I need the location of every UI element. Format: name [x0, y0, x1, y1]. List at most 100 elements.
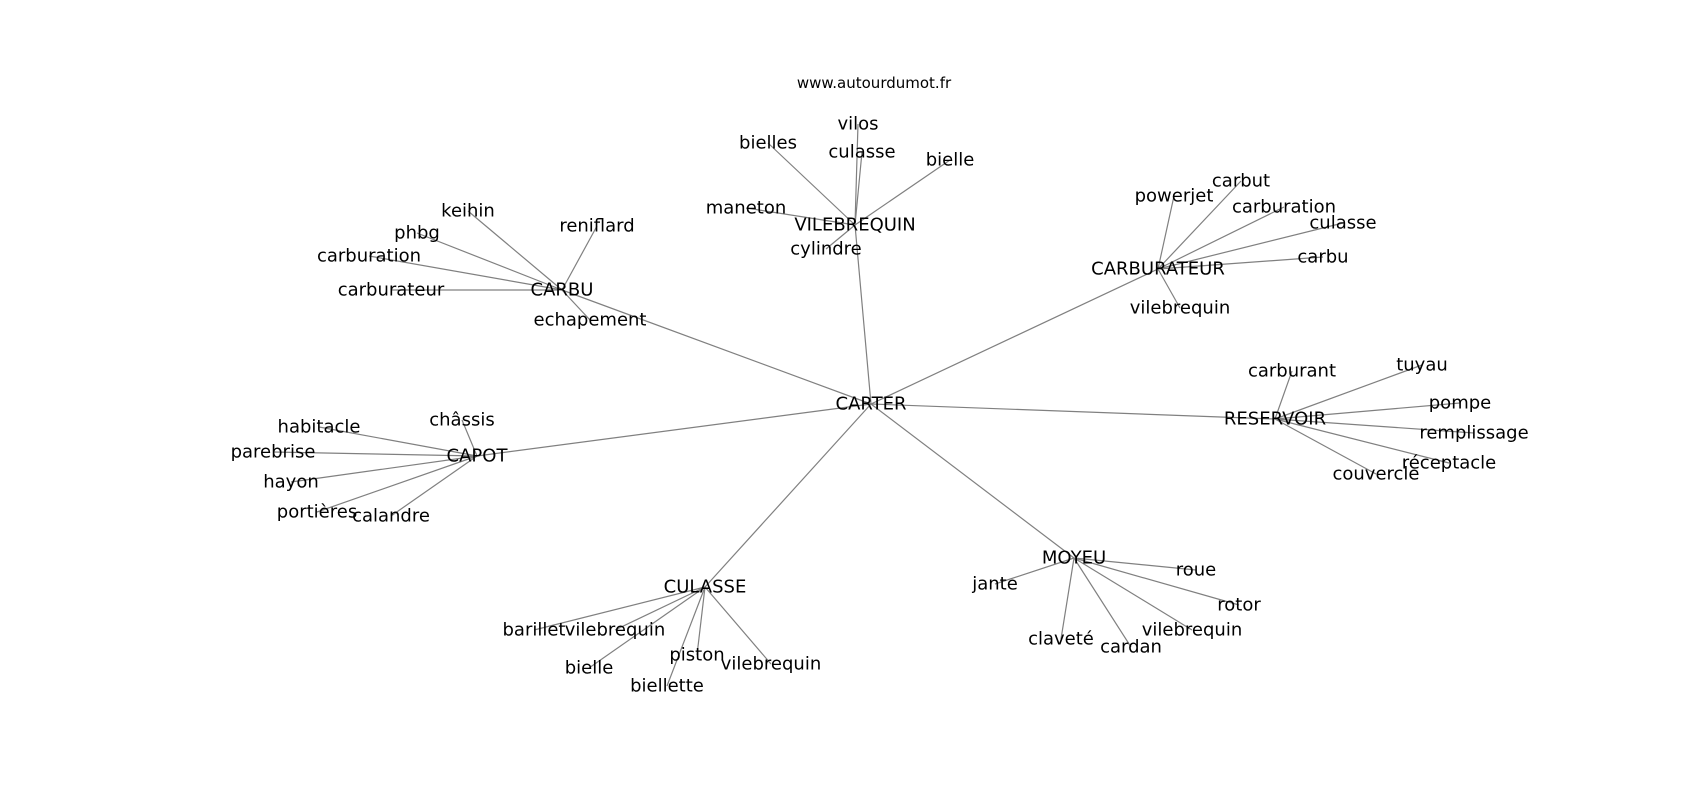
node-hub: RESERVOIR	[1224, 409, 1326, 430]
node-leaf: maneton	[706, 198, 787, 219]
node-leaf: carburation	[1232, 197, 1336, 218]
node-hub: MOYEU	[1042, 548, 1106, 569]
node-leaf: carburateur	[338, 280, 445, 301]
edge-carburateur_hub-4	[1157, 256, 1324, 270]
edge-vilebrequin_hub-1	[767, 142, 856, 226]
edge-carburateur_hub-1	[1157, 195, 1175, 270]
node-leaf: claveté	[1028, 629, 1094, 650]
edge-reservoir_hub-5	[1274, 418, 1377, 475]
node-leaf: vilebrequin	[565, 620, 665, 641]
node-leaf: remplissage	[1419, 423, 1528, 444]
edge-root-moyeu_hub	[870, 403, 1075, 559]
edge-culasse_hub-2	[588, 586, 706, 669]
node-leaf: biellette	[630, 676, 704, 697]
edge-reservoir_hub-3	[1274, 418, 1475, 434]
node-leaf: vilebrequin	[1130, 298, 1230, 319]
node-leaf: hayon	[263, 472, 319, 493]
node-leaf: reniflard	[559, 216, 634, 237]
node-leaf: culasse	[1309, 213, 1376, 234]
edge-vilebrequin_hub-4	[745, 207, 856, 226]
edge-moyeu_hub-2	[1073, 557, 1240, 606]
edge-root-capot_hub	[476, 403, 872, 457]
edge-vilebrequin_hub-3	[854, 159, 951, 226]
node-leaf: cardan	[1100, 637, 1162, 658]
node-leaf: réceptacle	[1402, 453, 1497, 474]
edge-culasse_hub-5	[704, 586, 772, 665]
node-leaf: vilebrequin	[1142, 620, 1242, 641]
node-leaf: carburant	[1248, 361, 1336, 382]
node-leaf: roue	[1176, 560, 1217, 581]
edge-root-carbu_hub	[561, 289, 872, 405]
edge-vilebrequin_hub-0	[854, 123, 859, 226]
node-leaf: cylindre	[790, 239, 861, 260]
edge-carburateur_hub-2	[1157, 206, 1285, 270]
edge-vilebrequin_hub-2	[854, 151, 863, 226]
node-leaf: piston	[669, 645, 724, 666]
edge-root-carburateur_hub	[870, 268, 1159, 405]
site-label: www.autourdumot.fr	[797, 74, 952, 92]
edge-reservoir_hub-2	[1274, 402, 1461, 420]
edge-vilebrequin_hub-5	[825, 224, 856, 250]
node-hub: CARBURATEUR	[1091, 259, 1225, 280]
node-leaf: powerjet	[1135, 186, 1214, 207]
edge-carburateur_hub-5	[1157, 268, 1181, 309]
edge-moyeu_hub-1	[1073, 557, 1197, 571]
node-leaf: bielles	[739, 133, 797, 154]
node-leaf: rotor	[1217, 595, 1261, 616]
graph-edges	[272, 123, 1475, 687]
edge-capot_hub-2	[272, 451, 478, 457]
node-leaf: phbg	[394, 223, 440, 244]
node-leaf: pompe	[1429, 393, 1491, 414]
node-leaf: habitacle	[278, 417, 361, 438]
edge-carbu_hub-3	[368, 255, 563, 291]
node-leaf: carbut	[1212, 171, 1270, 192]
edge-reservoir_hub-0	[1274, 370, 1293, 420]
node-hub: CAPOT	[447, 446, 509, 467]
edge-root-vilebrequin_hub	[854, 224, 872, 405]
edge-moyeu_hub-5	[1073, 557, 1132, 648]
node-leaf: calandre	[352, 506, 430, 527]
edge-carbu_hub-5	[561, 289, 591, 321]
node-leaf: carburation	[317, 246, 421, 267]
node-root: CARTER	[836, 394, 907, 415]
edge-capot_hub-3	[290, 455, 478, 483]
edge-moyeu_hub-4	[1060, 557, 1075, 640]
node-leaf: culasse	[828, 142, 895, 163]
node-leaf: couvercle	[1332, 464, 1419, 485]
edge-root-culasse_hub	[704, 403, 872, 588]
edge-culasse_hub-3	[696, 586, 706, 656]
edge-culasse_hub-0	[533, 586, 706, 631]
node-hub: CARBU	[531, 280, 594, 301]
node-leaf: châssis	[429, 410, 494, 431]
edge-capot_hub-1	[318, 426, 478, 457]
edge-moyeu_hub-0	[994, 557, 1075, 585]
edge-carbu_hub-2	[416, 232, 563, 291]
node-leaf: tuyau	[1396, 355, 1448, 376]
edge-capot_hub-5	[390, 455, 478, 517]
node-hub: CULASSE	[664, 577, 747, 598]
edge-reservoir_hub-1	[1274, 364, 1423, 420]
node-leaf: vilebrequin	[721, 654, 821, 675]
node-leaf: portières	[277, 502, 357, 523]
edge-culasse_hub-4	[666, 586, 706, 687]
edge-carburateur_hub-3	[1157, 222, 1344, 270]
node-leaf: bielle	[926, 150, 975, 171]
edge-capot_hub-0	[461, 419, 478, 457]
node-leaf: keihin	[441, 201, 495, 222]
node-leaf: parebrise	[231, 442, 316, 463]
node-leaf: bielle	[565, 658, 614, 679]
edge-capot_hub-4	[316, 455, 478, 513]
node-leaf: barillet	[503, 620, 566, 641]
node-leaf: echapement	[534, 310, 647, 331]
edge-carbu_hub-0	[467, 210, 563, 291]
edge-culasse_hub-1	[614, 586, 706, 631]
graph-labels: www.autourdumot.fr CARTERVILEBREQUINvilo…	[231, 74, 1529, 697]
node-leaf: vilos	[837, 114, 878, 135]
edge-carburateur_hub-0	[1157, 180, 1242, 270]
edge-moyeu_hub-3	[1073, 557, 1193, 631]
node-leaf: jante	[971, 574, 1018, 595]
edge-carbu_hub-1	[561, 225, 598, 291]
edge-root-reservoir_hub	[870, 403, 1276, 420]
node-leaf: carbu	[1297, 247, 1348, 268]
